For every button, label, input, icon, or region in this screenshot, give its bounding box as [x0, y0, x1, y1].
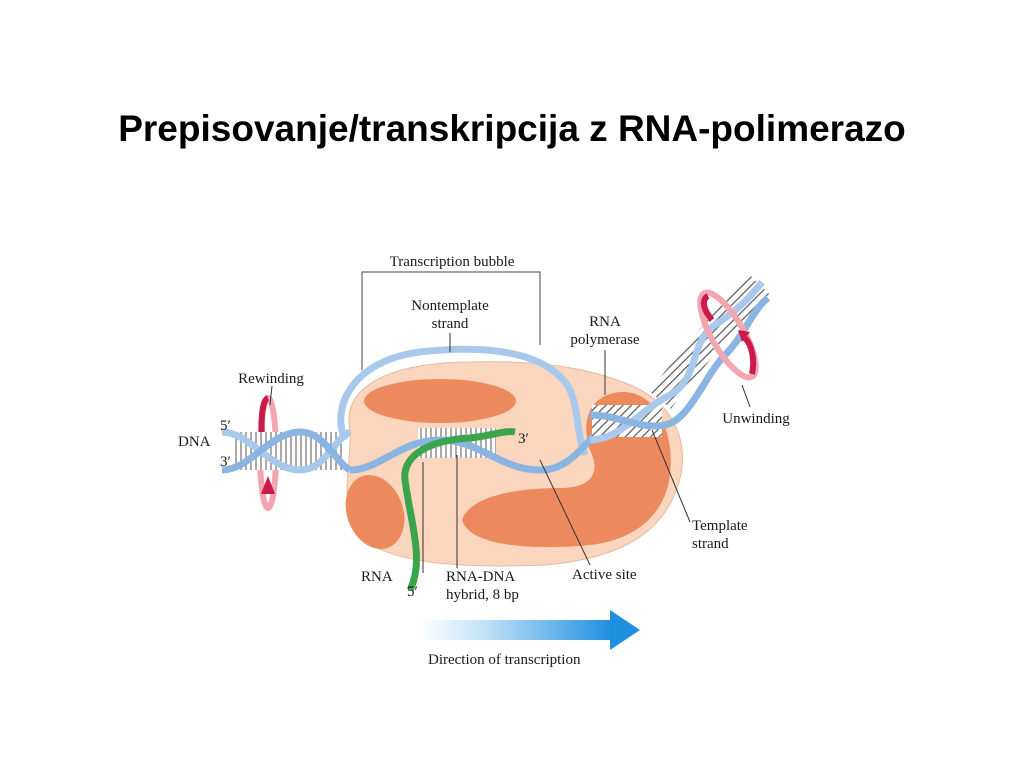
nontemplate-strand-label: Nontemplate: [411, 298, 489, 314]
dna-label: DNA: [178, 434, 211, 450]
transcription-bubble-bracket: [361, 271, 541, 370]
nontemplate-strand: [337, 345, 589, 457]
rna-label: RNA: [361, 569, 393, 585]
rna-dna-hybrid-label-2: hybrid, 8 bp: [446, 587, 519, 603]
transcription-bubble-label: Transcription bubble: [390, 254, 515, 270]
dna-five-prime-label: 5′: [220, 418, 231, 434]
unwinding-label: Unwinding: [722, 411, 790, 427]
dna-three-prime-label: 3′: [220, 454, 231, 470]
rna-strand: [401, 428, 516, 592]
direction-arrow: [420, 610, 640, 650]
rewinding-label: Rewinding: [238, 371, 304, 387]
rna-dna-hybrid-label: RNA-DNA: [446, 569, 515, 585]
unwinding-arrow: [697, 289, 759, 381]
rna-polymerase-label: RNA: [589, 314, 621, 330]
template-strand-label: Template: [692, 518, 748, 534]
rna-three-prime-label: 3′: [518, 431, 529, 447]
dna-helix-left: [221, 428, 352, 474]
rna-polymerase-label-2: polymerase: [570, 332, 639, 348]
dna-helix-right: [589, 275, 771, 444]
slide-title: Prepisovanje/transkripcija z RNA-polimer…: [118, 108, 906, 149]
rna-five-prime-label: 5′: [407, 584, 418, 600]
direction-of-transcription-label: Direction of transcription: [428, 652, 581, 668]
leader-lines: [269, 333, 751, 573]
nontemplate-strand-label-2: strand: [432, 316, 469, 332]
template-strand-label-2: strand: [692, 536, 729, 552]
active-site-label: Active site: [572, 567, 637, 583]
